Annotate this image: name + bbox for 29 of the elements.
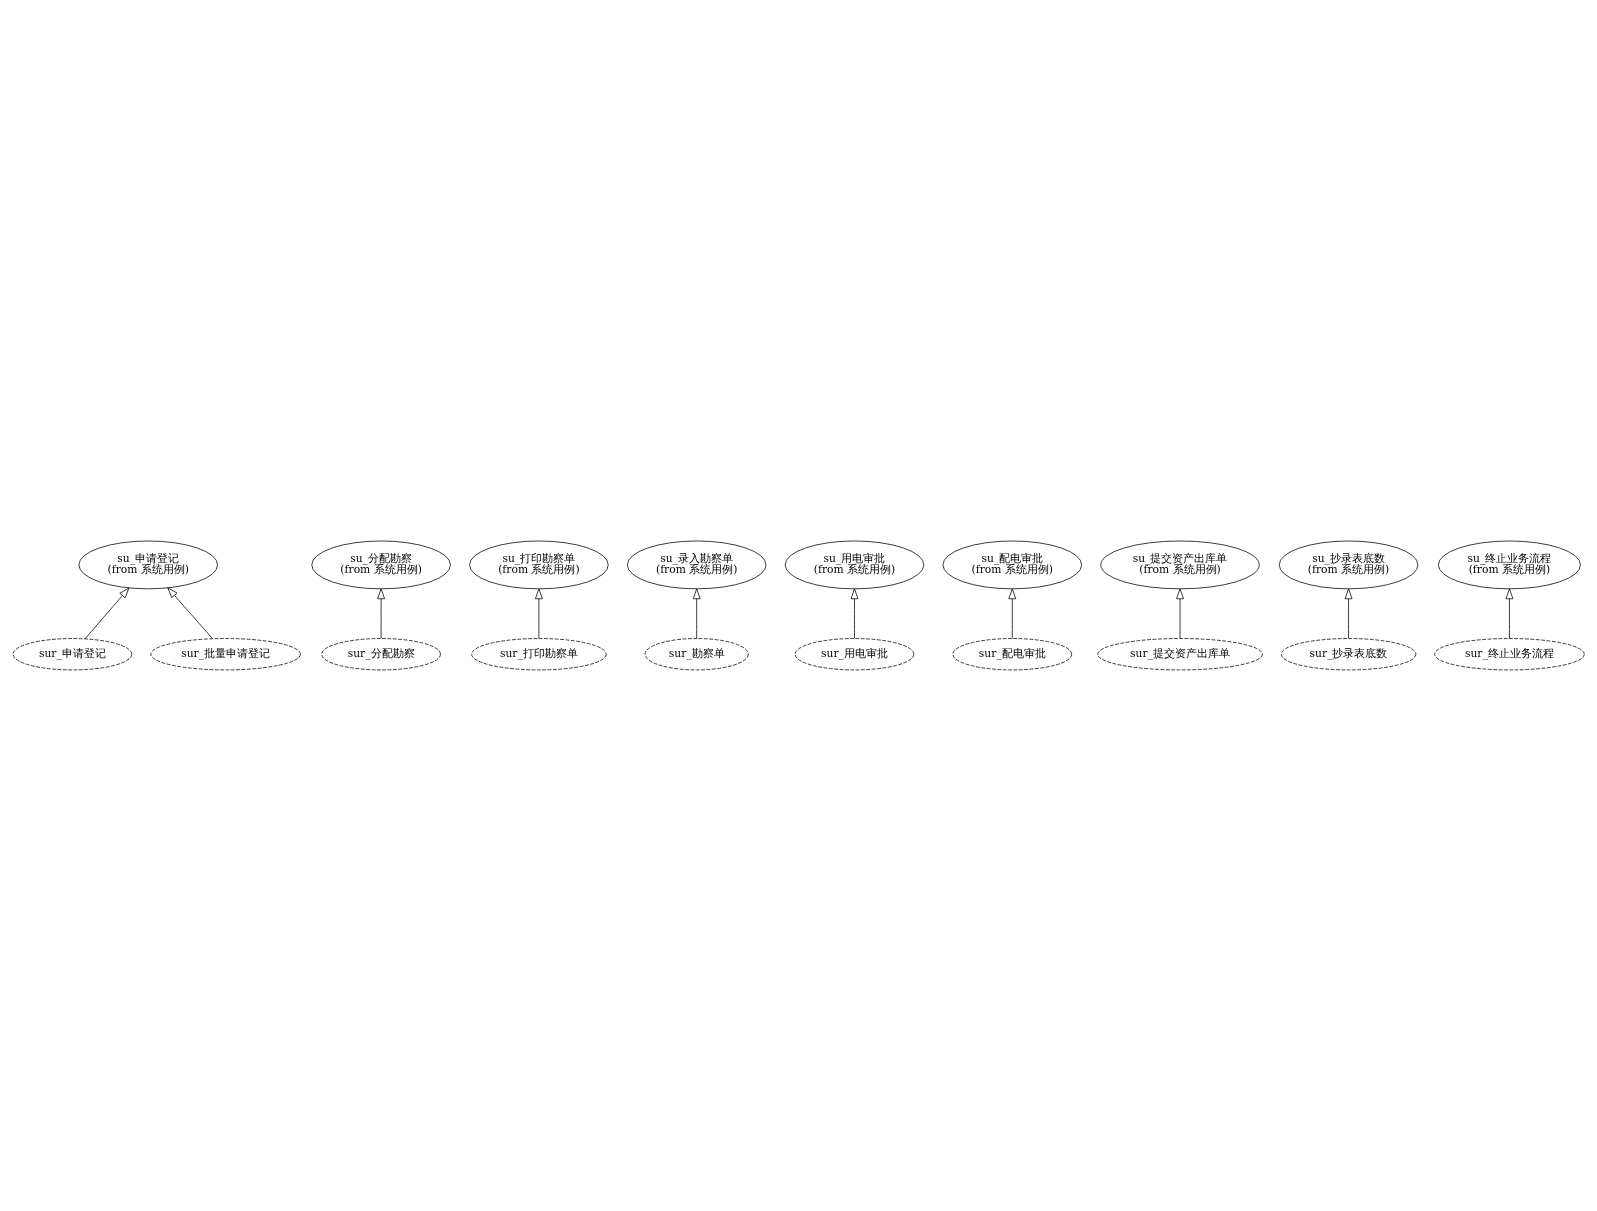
node-ellipse: sur_批量申请登记: [150, 638, 301, 671]
arrow: [1176, 588, 1184, 639]
node-ellipse: su_分配勘察 (from 系统用例): [311, 540, 451, 590]
node-ellipse: sur_打印勘察单: [471, 638, 607, 671]
node-ellipse: sur_配电审批: [952, 638, 1073, 671]
node-ellipse: su_提交资产出库单 (from 系统用例): [1100, 540, 1260, 590]
arrow: [850, 588, 859, 639]
arrow: [377, 588, 385, 639]
arrow: [1344, 588, 1353, 639]
node-ellipse: su_配电审批 (from 系统用例): [942, 540, 1082, 590]
node-ellipse: su_终止业务流程 (from 系统用例): [1438, 540, 1581, 590]
node-ellipse: sur_申请登记: [12, 638, 133, 671]
node-ellipse: su_用电审批 (from 系统用例): [784, 540, 925, 590]
arrow: [1505, 588, 1514, 639]
node-ellipse: sur_用电审批: [794, 638, 915, 671]
arrow: [84, 587, 130, 640]
node-ellipse: sur_勘察单: [644, 638, 749, 671]
node-ellipse: sur_抄录表底数: [1280, 638, 1417, 671]
arrow: [1008, 588, 1017, 639]
node-ellipse: su_打印勘察单 (from 系统用例): [469, 540, 609, 590]
node-ellipse: sur_终止业务流程: [1434, 638, 1585, 671]
arrow: [692, 588, 701, 639]
arrow: [535, 588, 543, 639]
node-ellipse: su_申请登记 (from 系统用例): [78, 540, 218, 590]
arrow: [167, 587, 213, 639]
node-ellipse: su_录入勘察单 (from 系统用例): [626, 540, 767, 590]
node-ellipse: su_抄录表底数 (from 系统用例): [1278, 540, 1419, 590]
node-ellipse: sur_提交资产出库单: [1097, 638, 1263, 671]
node-ellipse: sur_分配勘察: [321, 638, 441, 671]
